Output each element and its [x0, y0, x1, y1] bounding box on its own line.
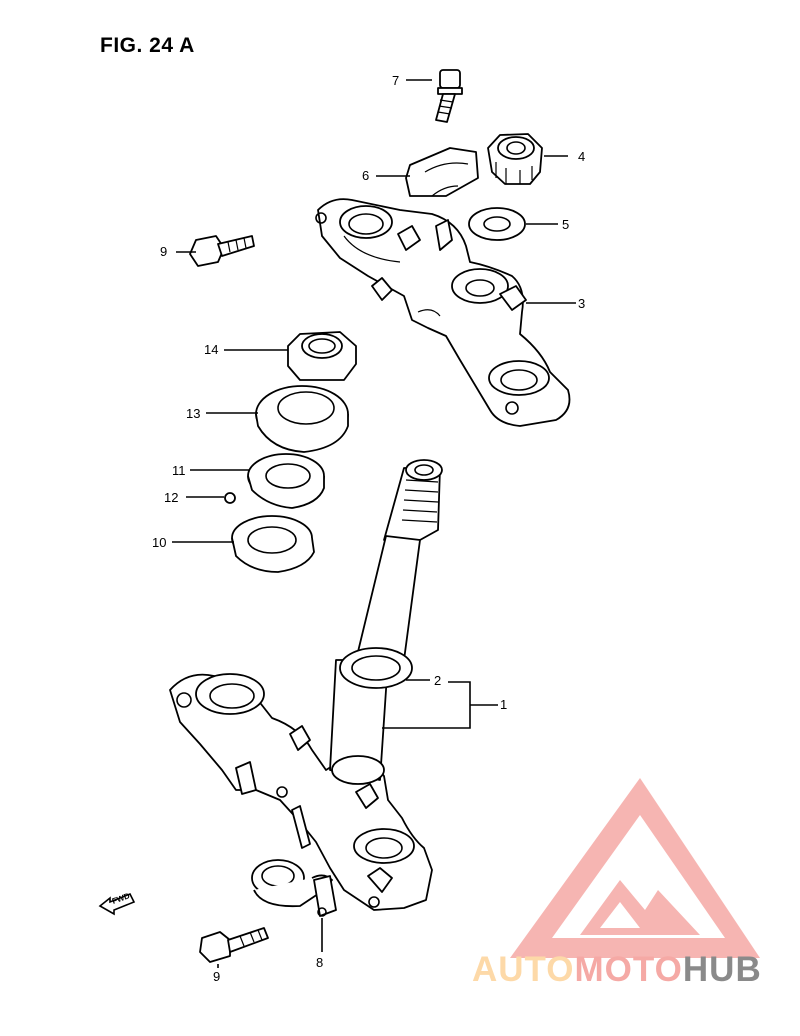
- bearing-race-11: [247, 453, 325, 509]
- brand-part-hub: HUB: [682, 950, 762, 989]
- washer-5: [468, 207, 526, 241]
- callout-14: 14: [204, 342, 219, 357]
- callout-13: 13: [186, 406, 201, 421]
- clamp-6: [405, 147, 479, 197]
- dust-seal-13: [255, 385, 349, 453]
- steel-ball-12: [224, 492, 236, 504]
- brand-part-auto: AUTO: [472, 950, 575, 989]
- bearing-race-10: [231, 515, 315, 573]
- dust-seal-2: [339, 647, 413, 689]
- callout-10: 10: [152, 535, 167, 550]
- callout-2: 2: [434, 673, 442, 688]
- brand-part-moto: MOTO: [574, 950, 683, 989]
- callout-7: 7: [392, 73, 400, 88]
- callout-4: 4: [578, 149, 586, 164]
- nut-14: [287, 331, 357, 381]
- watermark-brand: AUTOMOTOHUB: [472, 952, 762, 987]
- bolt-9-upper: [189, 235, 255, 267]
- nut-4: [487, 133, 543, 185]
- upper-bracket-3: [315, 198, 571, 427]
- bolt-7: [435, 69, 463, 123]
- callout-3: 3: [578, 296, 586, 311]
- bolt-9-lower: [199, 927, 269, 963]
- callout-12: 12: [164, 490, 179, 505]
- callout-5: 5: [562, 217, 570, 232]
- fwd-arrow-shape: [98, 892, 136, 916]
- cable-guide-8: [251, 859, 337, 917]
- callout-11: 11: [172, 463, 186, 478]
- callout-1: 1: [500, 697, 508, 712]
- callout-9-lower: 9: [213, 969, 221, 984]
- figure-title: FIG. 24 A: [100, 34, 195, 57]
- callout-6: 6: [362, 168, 370, 183]
- callout-9-upper: 9: [160, 244, 168, 259]
- steering-stem-1: [169, 459, 443, 911]
- callout-8: 8: [316, 955, 324, 970]
- leader-lines: [172, 79, 576, 968]
